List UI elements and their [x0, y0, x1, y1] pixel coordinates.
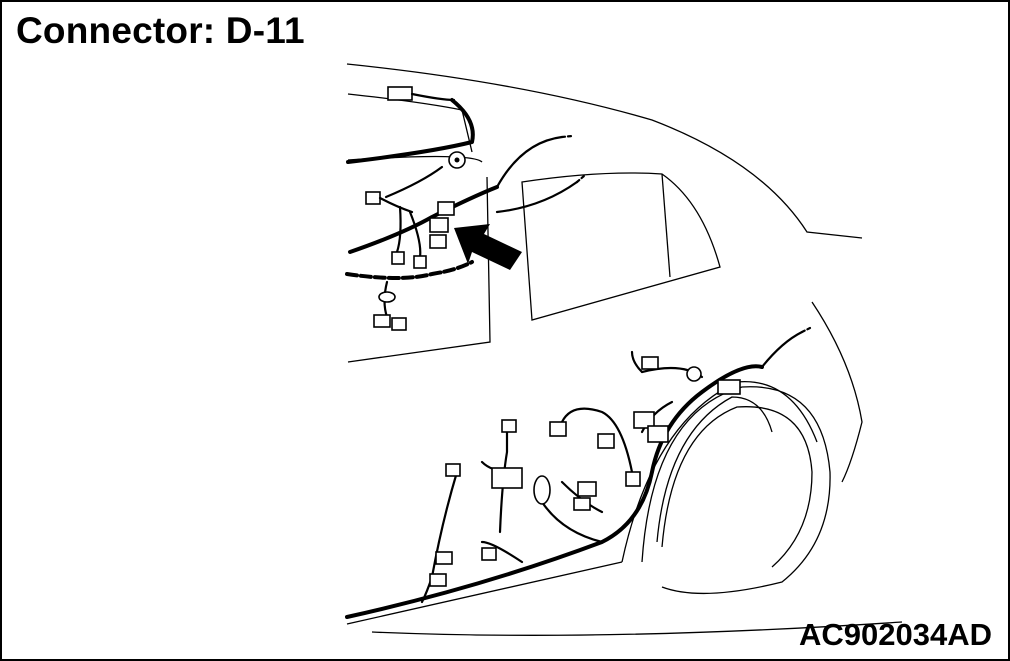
upper-harness	[345, 86, 586, 331]
connector	[445, 463, 461, 477]
connector	[717, 379, 741, 395]
figure-code: AC902034AD	[799, 617, 992, 652]
connector	[373, 314, 391, 328]
connector	[501, 419, 517, 433]
connector	[413, 255, 427, 269]
connector	[573, 497, 591, 511]
connector	[429, 234, 447, 249]
grommet	[378, 291, 396, 303]
connector	[391, 317, 407, 331]
connector	[481, 547, 497, 561]
connector	[429, 573, 447, 587]
connector	[391, 251, 405, 265]
connector	[365, 191, 381, 205]
page-title: Connector: D-11	[16, 10, 305, 51]
connector	[647, 425, 669, 443]
connector	[625, 471, 641, 487]
connector	[633, 411, 655, 429]
connector	[577, 481, 597, 497]
connector	[387, 86, 413, 101]
arrow-icon	[454, 224, 522, 270]
connector	[491, 467, 523, 489]
ground-terminal	[686, 366, 702, 382]
connector	[437, 201, 455, 216]
connector-d-11	[429, 217, 449, 233]
connector	[435, 551, 453, 565]
grommet	[533, 475, 551, 505]
lower-harness	[345, 326, 812, 619]
connector	[549, 421, 567, 437]
connector	[641, 356, 659, 370]
connector	[597, 433, 615, 449]
rear-wheel	[641, 386, 831, 595]
